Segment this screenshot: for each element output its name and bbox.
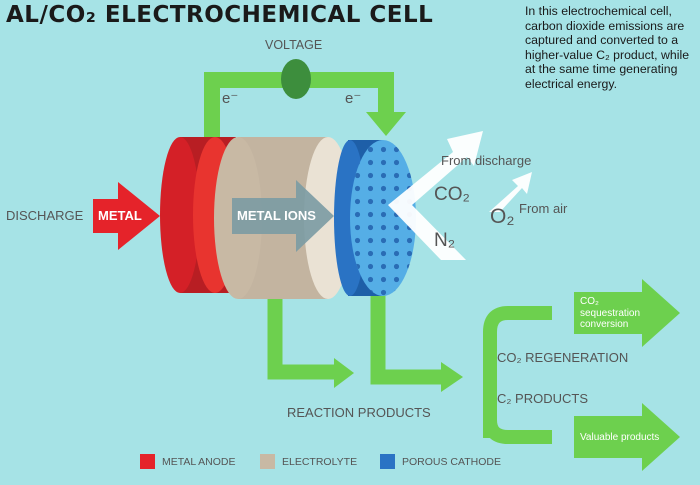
reaction-flow-right (370, 295, 463, 392)
electron-label-left: e⁻ (222, 90, 239, 107)
legend-electrolyte: ELECTROLYTE (260, 454, 357, 469)
regeneration-flow (483, 306, 552, 444)
co2-label: CO₂ (434, 184, 470, 205)
co2-sequestration-arrow (574, 279, 680, 347)
discharge-arrow (93, 182, 160, 250)
valuable-products-arrow (574, 403, 680, 471)
from-discharge-label: From discharge (441, 153, 532, 168)
legend-swatch (380, 454, 395, 469)
legend-label: METAL ANODE (162, 455, 236, 468)
porous-cathode (334, 140, 416, 296)
o2-label: O₂ (490, 205, 515, 228)
o2-inflow-arrow (489, 172, 532, 212)
co2-regeneration-label: CO₂ REGENERATION (497, 350, 629, 365)
voltage-node (281, 59, 311, 99)
discharge-label: DISCHARGE (6, 208, 84, 223)
co2-sequestration-label: CO₂ sequestration conversion (580, 296, 641, 330)
legend-swatch (140, 454, 155, 469)
metal-ions-arrow (232, 180, 334, 252)
valuable-products-label: Valuable products (580, 432, 660, 443)
legend-swatch (260, 454, 275, 469)
page-title: AL/CO₂ ELECTROCHEMICAL CELL (6, 2, 434, 28)
co2-inflow-arrow (388, 131, 483, 260)
legend-porous-cathode: POROUS CATHODE (380, 454, 501, 469)
legend-label: POROUS CATHODE (402, 455, 501, 468)
metal-ions-label: METAL IONS (237, 208, 316, 223)
legend-metal-anode: METAL ANODE (140, 454, 236, 469)
n2-label: N₂ (434, 230, 456, 251)
legend-label: ELECTROLYTE (282, 455, 358, 468)
voltage-label: VOLTAGE (265, 38, 323, 52)
c2-products-label: C₂ PRODUCTS (497, 391, 588, 406)
description-text: In this electrochemical cell, carbon dio… (525, 4, 690, 91)
metal-label: METAL (98, 208, 142, 223)
from-air-label: From air (519, 201, 568, 216)
reaction-flow-left (267, 290, 354, 388)
reaction-products-label: REACTION PRODUCTS (287, 405, 431, 420)
electron-label-right: e⁻ (345, 90, 362, 107)
